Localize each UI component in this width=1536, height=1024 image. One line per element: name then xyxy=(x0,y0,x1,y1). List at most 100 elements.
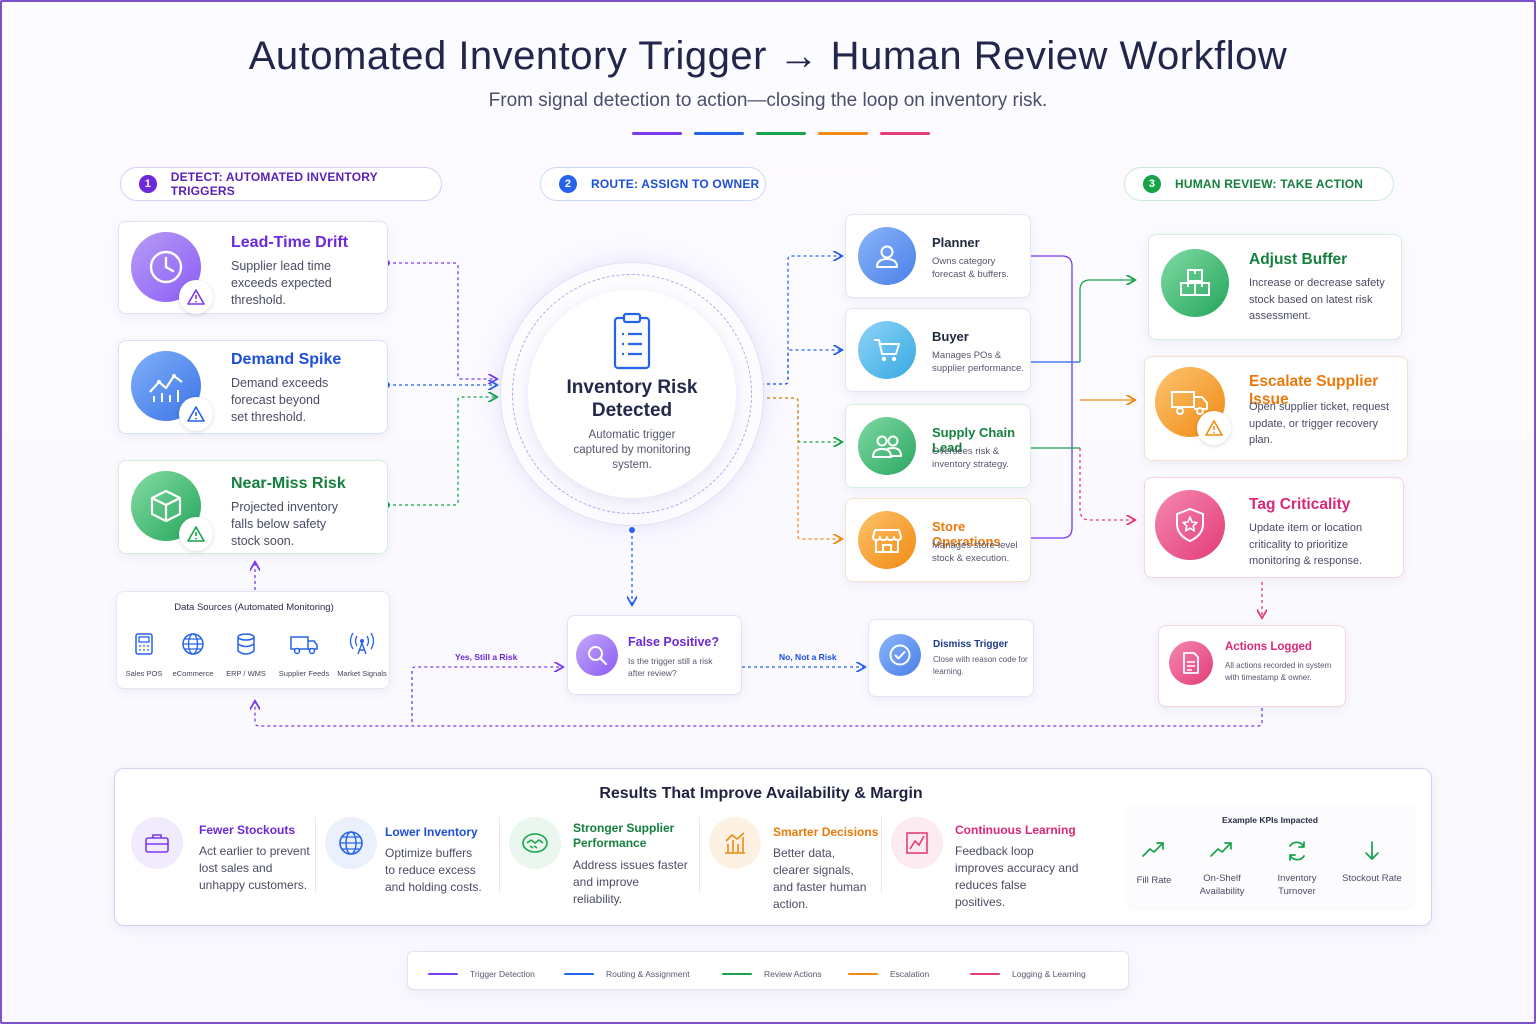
legend-item-routing: Routing & Assignment xyxy=(564,969,690,979)
hub-desc: Automatic trigger captured by monitoring… xyxy=(573,429,691,471)
legend-label: Trigger Detection xyxy=(470,969,535,979)
globe-icon xyxy=(182,633,204,655)
owner-card-planner[interactable]: Planner Owns category forecast & buffers… xyxy=(845,214,1031,298)
legend-swatch xyxy=(848,972,878,976)
legend-item-trigger-detection: Trigger Detection xyxy=(428,969,535,979)
legend-swatch xyxy=(564,972,594,976)
false-positive-desc: Is the trigger still a risk after review… xyxy=(628,656,713,678)
data-source-sales-pos: Sales POS xyxy=(113,632,175,678)
kpi-title: Example KPIs Impacted xyxy=(1222,815,1318,825)
false-positive-title: False Positive? xyxy=(628,635,720,649)
data-source-label: eCommerce xyxy=(172,669,214,678)
result-desc: Feedback loop improves accuracy and redu… xyxy=(955,844,1079,909)
legend-swatch xyxy=(428,972,458,976)
title-color-bars xyxy=(632,132,930,135)
owner-card-buyer[interactable]: Buyer Manages POs & supplier performance… xyxy=(845,308,1031,392)
results-title: Results That Improve Availability & Marg… xyxy=(599,785,923,802)
dismiss-trigger-card[interactable]: Dismiss Trigger Close with reason code f… xyxy=(868,619,1034,697)
actions-logged-desc: All actions recorded in system with time… xyxy=(1225,661,1332,682)
legend-label: Review Actions xyxy=(764,969,822,979)
action-card-tag-criticality[interactable]: Tag Criticality Update item or location … xyxy=(1144,477,1404,578)
trigger-desc: Demand exceeds forecast beyond set thres… xyxy=(231,376,329,424)
divider xyxy=(699,817,700,893)
data-source-label: ERP / WMS xyxy=(226,669,266,678)
kpi-label: Fill Rate xyxy=(1136,875,1172,886)
data-source-supplier-feeds: Supplier Feeds xyxy=(273,632,335,678)
step-label: DETECT: AUTOMATED INVENTORY TRIGGERS xyxy=(170,170,378,198)
step-label: ROUTE: ASSIGN TO OWNER xyxy=(591,177,760,191)
shield-star-icon xyxy=(1155,490,1225,560)
hub-circle[interactable] xyxy=(528,290,736,498)
result-desc: Address issues faster and improve reliab… xyxy=(573,858,688,906)
legend-item-review-actions: Review Actions xyxy=(722,969,822,979)
legend-label: Routing & Assignment xyxy=(606,969,690,979)
clipboard-icon xyxy=(612,312,652,375)
page-subtitle: From signal detection to action—closing … xyxy=(488,90,1048,111)
step-pill-review: 3 HUMAN REVIEW: TAKE ACTION xyxy=(1124,167,1394,201)
signal-icon xyxy=(349,632,375,655)
arrow-down-icon xyxy=(1365,841,1379,860)
actions-logged-card[interactable]: Actions Logged All actions recorded in s… xyxy=(1158,625,1346,707)
kpi-panel: Example KPIs Impacted Fill Rate On-Shelf… xyxy=(1127,805,1413,907)
legend: Trigger Detection Routing & Assignment R… xyxy=(407,951,1129,990)
briefcase-icon xyxy=(131,817,183,869)
trend-up-icon xyxy=(1142,842,1164,857)
data-source-market-signals: Market Signals xyxy=(331,632,393,678)
store-icon xyxy=(858,511,916,569)
false-positive-card[interactable]: False Positive? Is the trigger still a r… xyxy=(567,615,742,695)
data-source-erp-wms: ERP / WMS xyxy=(215,632,277,678)
step-label: HUMAN REVIEW: TAKE ACTION xyxy=(1175,177,1364,191)
warning-icon xyxy=(179,397,213,431)
kpi-stockout-rate: Stockout Rate xyxy=(1337,839,1407,885)
cart-icon xyxy=(858,321,916,379)
owner-card-supply-chain-lead[interactable]: Supply Chain Lead Oversees risk & invent… xyxy=(845,404,1031,488)
hub-title: Inventory Risk Detected xyxy=(566,377,698,421)
document-icon xyxy=(1169,641,1213,685)
chart-line-icon xyxy=(891,817,943,869)
legend-label: Logging & Learning xyxy=(1012,969,1086,979)
result-desc: Act earlier to prevent lost sales and un… xyxy=(199,844,310,892)
trigger-card-demand-spike[interactable]: Demand Spike Demand exceeds forecast bey… xyxy=(118,340,388,434)
kpi-label: Stockout Rate xyxy=(1342,873,1402,884)
warning-icon xyxy=(1197,411,1231,445)
owner-desc: Oversees risk & inventory strategy. xyxy=(932,446,1009,470)
trigger-card-near-miss-risk[interactable]: Near-Miss Risk Projected inventory falls… xyxy=(118,460,388,554)
owner-title: Planner xyxy=(932,235,980,250)
owner-card-store-operations[interactable]: Store Operations Manages store-level sto… xyxy=(845,498,1031,582)
action-desc: Update item or location criticality to p… xyxy=(1249,522,1363,567)
step-number: 1 xyxy=(139,175,157,193)
data-sources-title: Data Sources (Automated Monitoring) xyxy=(174,602,334,613)
refresh-icon xyxy=(1289,841,1305,861)
result-title: Smarter Decisions xyxy=(773,825,879,839)
trigger-title: Demand Spike xyxy=(231,351,342,368)
divider xyxy=(881,817,882,893)
result-title: Lower Inventory xyxy=(385,825,478,839)
action-card-adjust-buffer[interactable]: Adjust Buffer Increase or decrease safet… xyxy=(1148,234,1402,340)
result-title: Continuous Learning xyxy=(955,823,1076,837)
hub-dashed-ring xyxy=(512,274,752,514)
legend-swatch xyxy=(722,972,752,976)
trigger-title: Near-Miss Risk xyxy=(231,475,346,492)
data-source-label: Market Signals xyxy=(337,669,387,678)
kpi-fill-rate: Fill Rate xyxy=(1119,839,1189,887)
trigger-desc: Supplier lead time exceeds expected thre… xyxy=(231,259,332,307)
pos-icon xyxy=(135,633,153,655)
title-bar-green xyxy=(756,132,806,135)
data-source-ecommerce: eCommerce xyxy=(162,632,224,678)
trigger-desc: Projected inventory falls below safety s… xyxy=(231,500,339,548)
action-title: Tag Criticality xyxy=(1249,496,1351,513)
person-icon xyxy=(858,227,916,285)
trigger-card-lead-time-drift[interactable]: Lead-Time Drift Supplier lead time excee… xyxy=(118,221,388,314)
trend-up-icon xyxy=(1210,842,1232,857)
kpi-label: On-Shelf Availability xyxy=(1199,873,1245,897)
owner-title: Store Operations xyxy=(932,519,1001,549)
owner-title: Supply Chain Lead xyxy=(932,425,1016,455)
database-icon xyxy=(237,633,255,655)
action-desc: Open supplier ticket, request update, or… xyxy=(1249,401,1390,446)
legend-swatch xyxy=(970,972,1000,976)
truck-icon xyxy=(290,636,318,655)
action-desc: Increase or decrease safety stock based … xyxy=(1249,277,1385,322)
action-card-escalate-supplier-issue[interactable]: Escalate Supplier Issue Open supplier ti… xyxy=(1144,356,1408,461)
dismiss-desc: Close with reason code for learning. xyxy=(933,655,1028,676)
step-pill-route: 2 ROUTE: ASSIGN TO OWNER xyxy=(540,167,766,201)
